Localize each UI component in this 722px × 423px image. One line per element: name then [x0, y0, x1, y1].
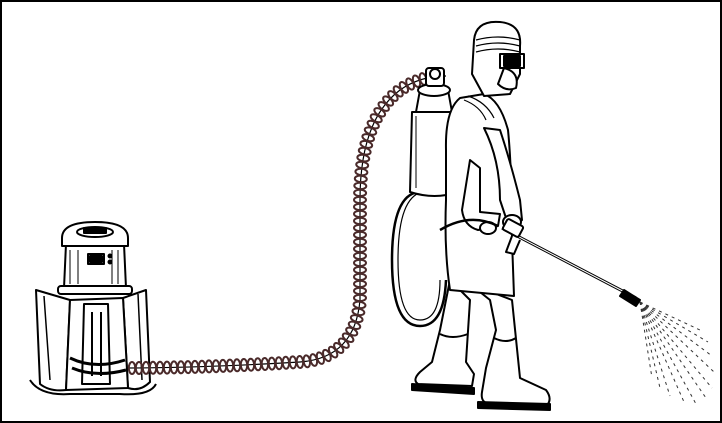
illustration-canvas: [0, 0, 722, 423]
sprayer-illustration: [0, 0, 722, 423]
